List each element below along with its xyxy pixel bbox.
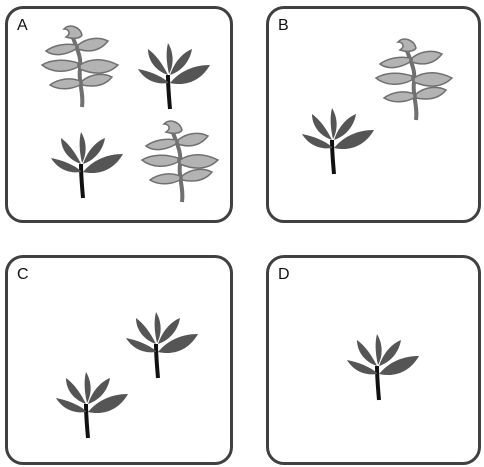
dark-crop-plant: [334, 328, 424, 408]
dark-crop-plant: [43, 366, 133, 446]
panel-label: B: [278, 17, 289, 35]
panel-label: A: [17, 17, 28, 35]
dark-crop-plant: [38, 126, 128, 206]
panel-a: A: [5, 6, 233, 223]
panel-label: C: [17, 266, 29, 284]
panel-b: B: [266, 6, 481, 223]
light-weed-plant: [133, 119, 223, 209]
light-weed-plant: [367, 37, 457, 127]
dark-crop-plant: [125, 37, 215, 117]
panel-d: D: [266, 255, 481, 465]
panel-c: C: [5, 255, 233, 465]
panel-label: D: [278, 266, 290, 284]
light-weed-plant: [33, 24, 123, 114]
dark-crop-plant: [289, 102, 379, 182]
